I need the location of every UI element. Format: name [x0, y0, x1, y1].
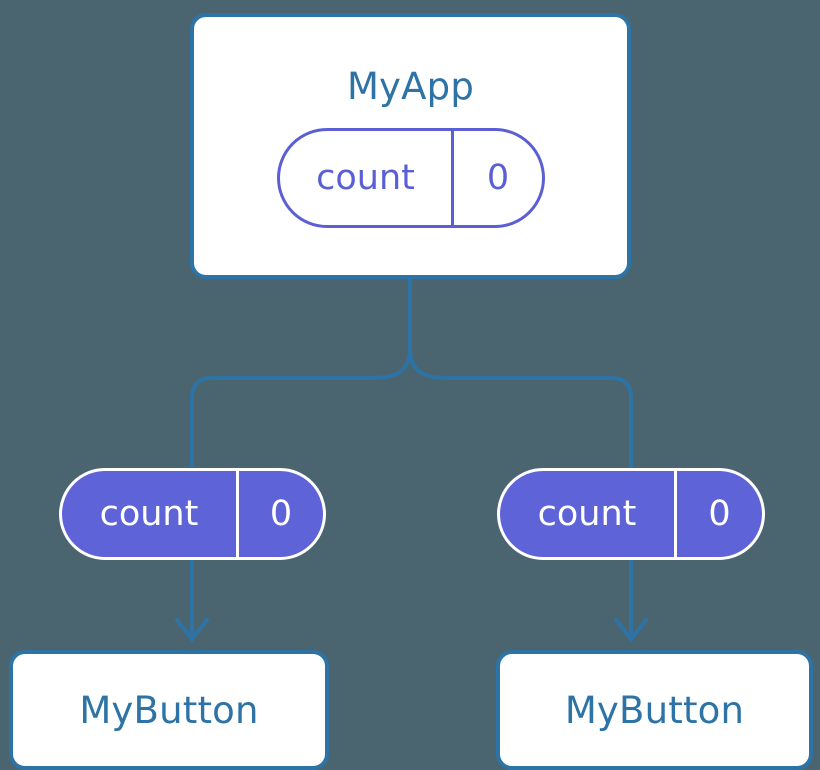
state-pill-right-count[interactable]: count 0	[497, 468, 765, 560]
state-value-label: 0	[235, 471, 323, 557]
component-name-myapp: MyApp	[346, 65, 475, 108]
state-key-label: count	[99, 494, 199, 534]
state-pill-myapp-count[interactable]: count 0	[277, 128, 545, 228]
component-card-mybutton-left[interactable]: MyButton	[9, 650, 329, 770]
arrow-head-left-icon	[175, 618, 209, 641]
state-key-label: count	[537, 494, 637, 534]
component-name-mybutton: MyButton	[79, 688, 259, 732]
connector-left-branch	[190, 346, 412, 476]
connector-right-branch	[408, 346, 633, 476]
arrow-head-right-icon	[614, 618, 648, 641]
state-value-label: 0	[673, 471, 762, 557]
state-pill-left-count[interactable]: count 0	[59, 468, 326, 560]
component-card-mybutton-right[interactable]: MyButton	[496, 650, 813, 770]
state-key-label: count	[316, 158, 415, 198]
state-value-label: 0	[451, 131, 542, 225]
component-name-mybutton: MyButton	[564, 688, 745, 732]
